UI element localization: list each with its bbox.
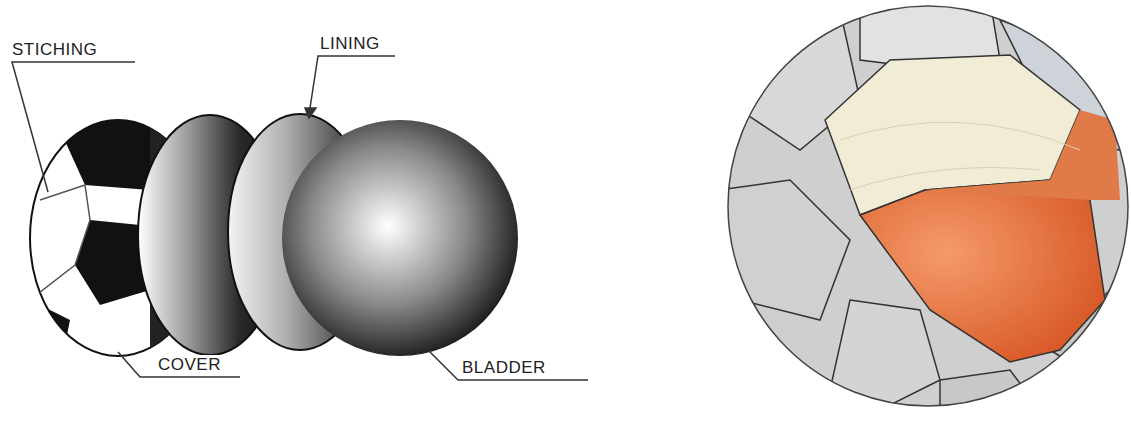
cutaway-ball bbox=[700, 0, 1130, 420]
leader-lines bbox=[12, 56, 588, 380]
bladder-sphere bbox=[282, 120, 518, 356]
part-label: COVER bbox=[156, 355, 223, 375]
part-label: STICHING bbox=[10, 40, 99, 60]
part-label: BLADDER bbox=[460, 358, 548, 378]
part-label: LINING bbox=[318, 34, 382, 54]
